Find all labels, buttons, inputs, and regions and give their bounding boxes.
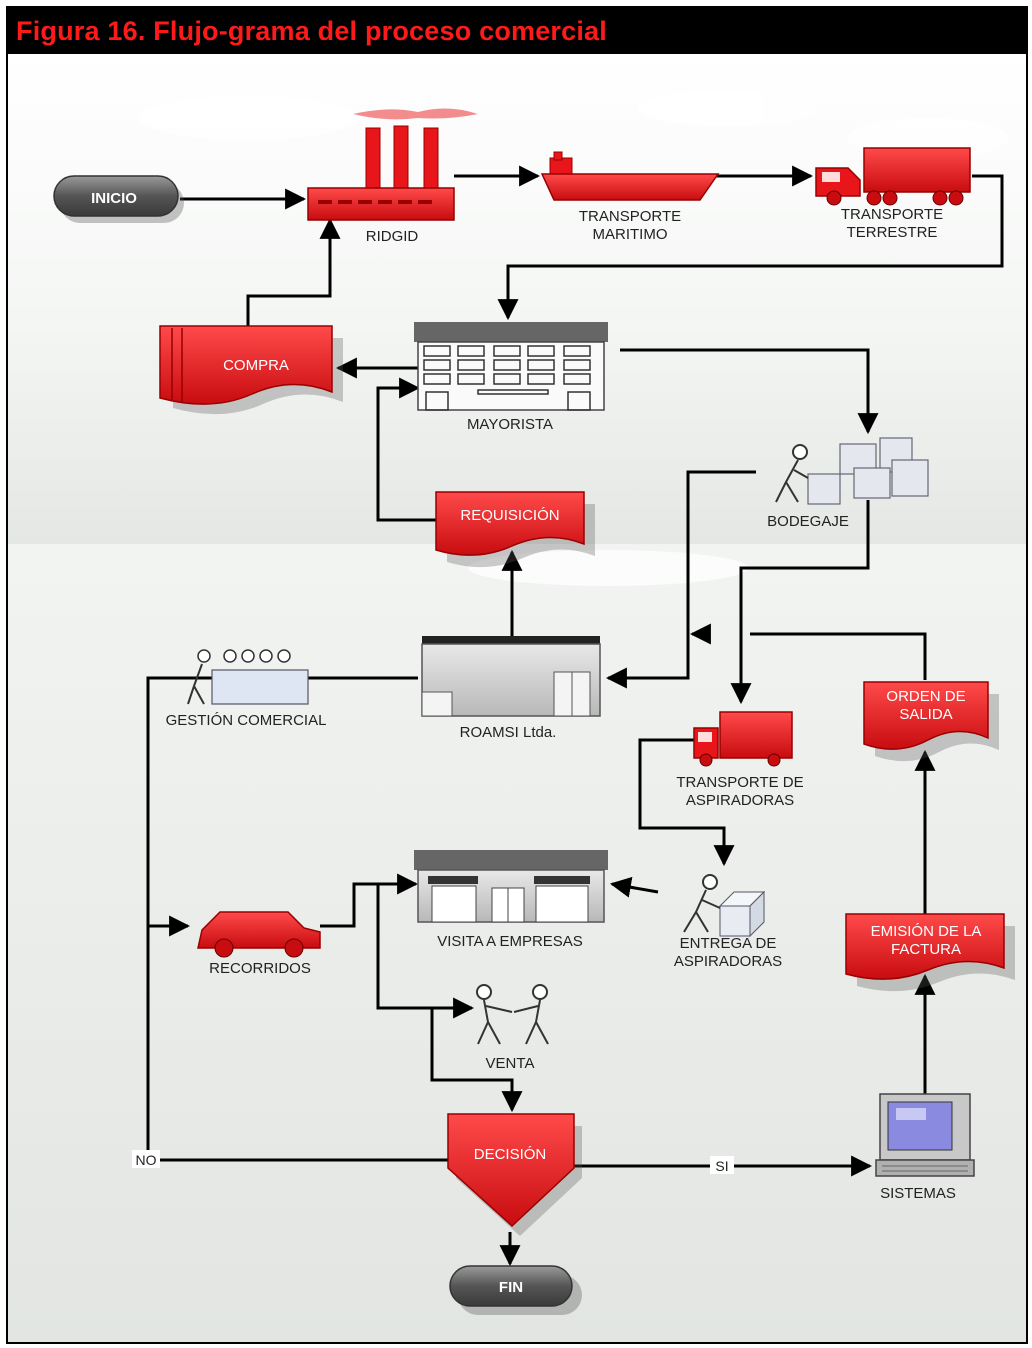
visita-label: VISITA A EMPRESAS (437, 933, 583, 950)
venta-handshake-icon (476, 984, 549, 1045)
no-label: NO (136, 1152, 157, 1168)
ridgid-label: RIDGID (366, 228, 419, 245)
si-label-bg (710, 1156, 734, 1174)
car-icon (197, 911, 321, 958)
emision-label-1: EMISIÓN DE LA (871, 923, 982, 940)
requisicion-document: REQUISICIÓN (435, 491, 595, 568)
inicio-terminal: INICIO (53, 175, 184, 223)
roamsi-building-icon (421, 636, 601, 717)
venta-label: VENTA (486, 1055, 535, 1072)
requisicion-label: REQUISICIÓN (460, 507, 559, 524)
transporte-asp-label-2: ASPIRADORAS (686, 792, 794, 809)
maritimo-label-2: MARITIMO (593, 226, 668, 243)
transporte-asp-label-1: TRANSPORTE DE (676, 774, 803, 791)
terrestre-label-1: TRANSPORTE (841, 206, 943, 223)
semi-truck-icon (815, 147, 971, 206)
mayorista-label: MAYORISTA (467, 416, 553, 433)
inicio-label: INICIO (91, 190, 137, 207)
factory-icon (307, 108, 478, 221)
orden-label-2: SALIDA (899, 706, 952, 723)
delivery-truck-icon (693, 711, 793, 767)
computer-icon (875, 1093, 975, 1177)
bodegaje-icon (775, 437, 929, 505)
figure-frame: Figura 16. Flujo-grama del proceso comer… (6, 6, 1028, 1344)
storefront-icon (414, 850, 608, 923)
mayorista-building-icon (414, 322, 608, 411)
ship-icon (540, 151, 720, 201)
compra-label: COMPRA (223, 357, 289, 374)
orden-salida-document: ORDEN DE SALIDA (863, 681, 999, 762)
connectors (146, 165, 1004, 1267)
emision-label-2: FACTURA (891, 941, 961, 958)
flowchart: INICIO RIDGID TRANSPORTE MARITIMO (8, 54, 1026, 1342)
entrega-label-2: ASPIRADORAS (674, 953, 782, 970)
bodegaje-label: BODEGAJE (767, 513, 849, 530)
gestion-label: GESTIÓN COMERCIAL (166, 712, 327, 729)
figure-title: Figura 16. Flujo-grama del proceso comer… (16, 16, 607, 46)
factura-document: EMISIÓN DE LA FACTURA (845, 913, 1015, 992)
gestion-comercial-icon (187, 649, 309, 705)
fin-label: FIN (499, 1279, 523, 1296)
decision-node: DECISIÓN (447, 1113, 582, 1236)
title-bar: Figura 16. Flujo-grama del proceso comer… (8, 8, 1026, 54)
sistemas-label: SISTEMAS (880, 1185, 956, 1202)
orden-label-1: ORDEN DE (886, 688, 965, 705)
terrestre-label-2: TERRESTRE (847, 224, 938, 241)
no-label-bg (132, 1150, 160, 1168)
decision-label: DECISIÓN (474, 1146, 547, 1163)
maritimo-label-1: TRANSPORTE (579, 208, 681, 225)
entrega-label-1: ENTREGA DE (680, 935, 777, 952)
compra-document: COMPRA (159, 325, 343, 415)
roamsi-label: ROAMSI Ltda. (460, 724, 557, 741)
si-label: SI (715, 1158, 728, 1174)
fin-terminal: FIN (449, 1265, 582, 1315)
recorridos-label: RECORRIDOS (209, 960, 311, 977)
entrega-icon (683, 874, 766, 938)
